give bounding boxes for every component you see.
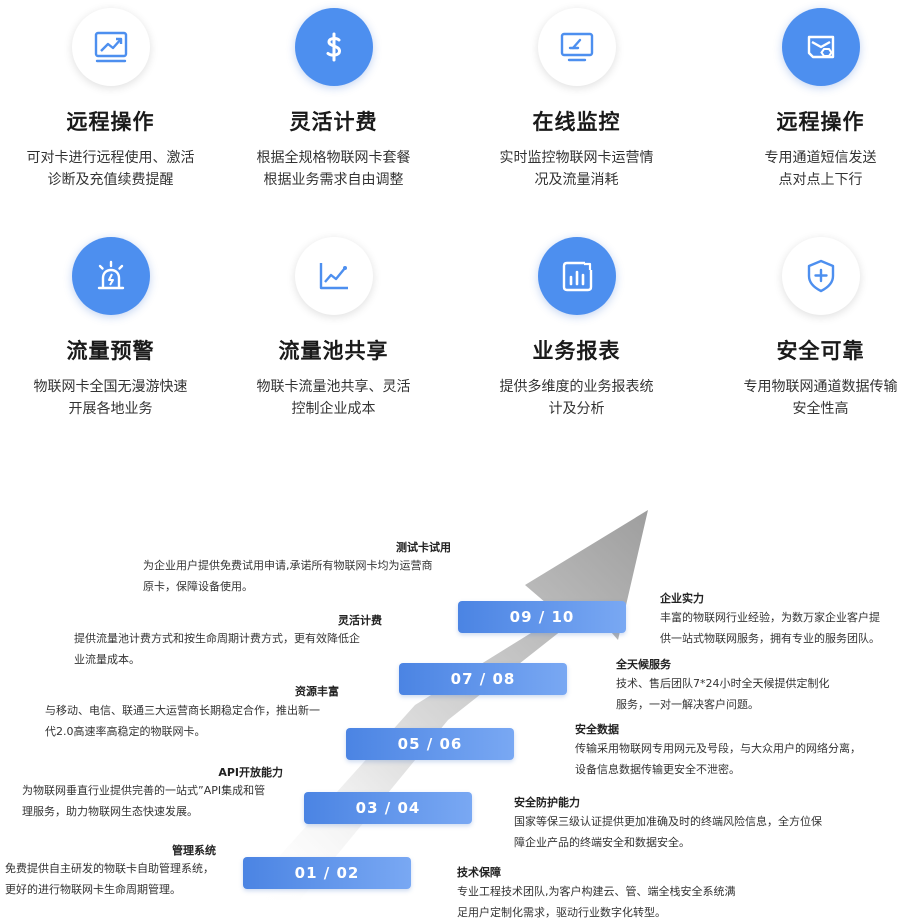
timeline-left-desc: 为企业用户提供免费试用申请,承诺所有物联网卡均为运营商 原卡，保障设备使用。 bbox=[143, 555, 463, 597]
timeline-left-title: 灵活计费 bbox=[338, 614, 382, 627]
feature-desc: 可对卡进行远程使用、激活 诊断及充值续费提醒 bbox=[0, 147, 223, 191]
feature-icon-circle bbox=[782, 237, 860, 315]
timeline-right-desc: 技术、售后团队7*24小时全天候提供定制化 服务，一对一解决客户问题。 bbox=[616, 673, 856, 715]
feature-desc-line: 根据全规格物联网卡套餐 bbox=[256, 150, 411, 166]
feature-icon-circle bbox=[72, 8, 150, 86]
timeline-desc-line: 提供流量池计费方式和按生命周期计费方式，更有效降低企 bbox=[74, 632, 360, 645]
shield-plus-icon bbox=[807, 259, 835, 293]
feature-desc-line: 专用物联网通道数据传输 bbox=[743, 379, 898, 395]
line-chart-icon bbox=[319, 263, 348, 290]
feature-title: 在线监控 bbox=[532, 110, 621, 134]
feature-title: 流量池共享 bbox=[278, 339, 389, 363]
timeline-desc-line: 国家等保三级认证提供更加准确及时的终端风险信息，全方位保 bbox=[514, 815, 822, 828]
timeline-right-title: 企业实力 bbox=[660, 592, 704, 605]
feature-icon-circle bbox=[295, 8, 373, 86]
dollar-icon bbox=[326, 32, 342, 62]
feature-title: 业务报表 bbox=[532, 339, 621, 363]
feature-desc-line: 控制企业成本 bbox=[291, 401, 376, 417]
timeline-left-desc: 提供流量池计费方式和按生命周期计费方式，更有效降低企 业流量成本。 bbox=[74, 628, 394, 670]
feature-desc-line: 诊断及充值续费提醒 bbox=[47, 172, 174, 188]
feature-desc-line: 物联网卡全国无漫游快速 bbox=[33, 379, 188, 395]
alarm-light-icon bbox=[97, 260, 125, 290]
timeline-left-desc: 免费提供自主研发的物联卡自助管理系统， 更好的进行物联网卡生命周期管理。 bbox=[5, 858, 245, 900]
feature-desc: 物联卡流量池共享、灵活 控制企业成本 bbox=[221, 376, 446, 420]
timeline-right-title: 安全数据 bbox=[575, 723, 619, 736]
timeline-desc-line: 为物联网垂直行业提供完善的一站式”API集成和管 bbox=[22, 784, 266, 797]
feature-desc: 物联网卡全国无漫游快速 开展各地业务 bbox=[0, 376, 223, 420]
timeline-left-desc: 为物联网垂直行业提供完善的一站式”API集成和管 理服务，助力物联网生态快速发展… bbox=[22, 780, 322, 822]
timeline-desc-line: 原卡，保障设备使用。 bbox=[143, 580, 253, 593]
feature-icon-circle bbox=[538, 8, 616, 86]
timeline-desc-line: 设备信息数据传输更安全不泄密。 bbox=[575, 763, 740, 776]
timeline-left-title: 测试卡试用 bbox=[396, 541, 451, 554]
timeline-desc-line: 业流量成本。 bbox=[74, 653, 140, 666]
timeline-desc-line: 技术、售后团队7*24小时全天候提供定制化 bbox=[616, 677, 830, 690]
feature-title: 灵活计费 bbox=[289, 110, 378, 134]
feature-desc-line: 根据业务需求自由调整 bbox=[263, 172, 404, 188]
timeline-right-desc: 国家等保三级认证提供更加准确及时的终端风险信息，全方位保 障企业产品的终端安全和… bbox=[514, 811, 854, 853]
report-chart-icon bbox=[562, 261, 593, 292]
feature-desc-line: 实时监控物联网卡运营情 bbox=[499, 150, 654, 166]
timeline-right-title: 技术保障 bbox=[457, 866, 501, 879]
feature-desc-line: 计及分析 bbox=[548, 401, 605, 417]
timeline-desc-line: 理服务，助力物联网生态快速发展。 bbox=[22, 805, 198, 818]
timeline-step-pill-2: 03 / 04 bbox=[304, 792, 472, 824]
timeline-desc-line: 与移动、电信、联通三大运营商长期稳定合作，推出新一 bbox=[45, 704, 320, 717]
timeline-desc-line: 更好的进行物联网卡生命周期管理。 bbox=[5, 883, 181, 896]
feature-desc-line: 况及流量消耗 bbox=[534, 172, 619, 188]
feature-desc-line: 开展各地业务 bbox=[68, 401, 153, 417]
timeline-desc-line: 代2.0高速率高稳定的物联网卡。 bbox=[45, 725, 206, 738]
timeline-desc-line: 专业工程技术团队,为客户构建云、管、端全栈安全系统满 bbox=[457, 885, 736, 898]
feature-desc-line: 提供多维度的业务报表统 bbox=[499, 379, 654, 395]
timeline-desc-line: 服务，一对一解决客户问题。 bbox=[616, 698, 759, 711]
timeline-step-pill-3: 05 / 06 bbox=[346, 728, 514, 760]
timeline-desc-line: 供一站式物联网服务，拥有专业的服务团队。 bbox=[660, 632, 880, 645]
timeline-desc-line: 为企业用户提供免费试用申请,承诺所有物联网卡均为运营商 bbox=[143, 559, 433, 572]
feature-icon-circle bbox=[782, 8, 860, 86]
timeline-right-desc: 传输采用物联网专用网元及号段，与大众用户的网络分离， 设备信息数据传输更安全不泄… bbox=[575, 738, 885, 780]
timeline-desc-line: 障企业产品的终端安全和数据安全。 bbox=[514, 836, 690, 849]
feature-title: 远程操作 bbox=[66, 110, 155, 134]
feature-title: 流量预警 bbox=[66, 339, 155, 363]
feature-title: 远程操作 bbox=[776, 110, 865, 134]
timeline-step-pill-4: 07 / 08 bbox=[399, 663, 567, 695]
trend-chart-icon bbox=[94, 31, 128, 63]
timeline-desc-line: 免费提供自主研发的物联卡自助管理系统， bbox=[5, 862, 214, 875]
timeline-left-title: 管理系统 bbox=[172, 844, 216, 857]
feature-desc: 根据全规格物联网卡套餐 根据业务需求自由调整 bbox=[221, 147, 446, 191]
timeline-right-title: 安全防护能力 bbox=[514, 796, 580, 809]
timeline-right-desc: 丰富的物联网行业经验，为数万家企业客户提 供一站式物联网服务，拥有专业的服务团队… bbox=[660, 607, 898, 649]
timeline-left-title: 资源丰富 bbox=[295, 685, 339, 698]
timeline-step-pill-5: 09 / 10 bbox=[458, 601, 626, 633]
feature-desc-line: 物联卡流量池共享、灵活 bbox=[256, 379, 411, 395]
feature-icon-circle bbox=[72, 237, 150, 315]
timeline-desc-line: 丰富的物联网行业经验，为数万家企业客户提 bbox=[660, 611, 880, 624]
timeline-left-title: API开放能力 bbox=[218, 766, 283, 779]
feature-desc-line: 专用通道短信发送 bbox=[764, 150, 877, 166]
feature-desc: 专用通道短信发送 点对点上下行 bbox=[708, 147, 900, 191]
sms-card-icon bbox=[807, 35, 835, 59]
feature-desc: 专用物联网通道数据传输 安全性高 bbox=[708, 376, 900, 420]
timeline-desc-line: 传输采用物联网专用网元及号段，与大众用户的网络分离， bbox=[575, 742, 861, 755]
feature-desc-line: 安全性高 bbox=[792, 401, 849, 417]
timeline-desc-line: 足用户定制化需求，驱动行业数字化转型。 bbox=[457, 906, 666, 919]
timeline-step-pill-1: 01 / 02 bbox=[243, 857, 411, 889]
monitor-icon bbox=[560, 32, 594, 62]
feature-desc: 提供多维度的业务报表统 计及分析 bbox=[464, 376, 689, 420]
timeline-right-desc: 专业工程技术团队,为客户构建云、管、端全栈安全系统满 足用户定制化需求，驱动行业… bbox=[457, 881, 767, 923]
feature-icon-circle bbox=[295, 237, 373, 315]
feature-desc-line: 点对点上下行 bbox=[778, 172, 863, 188]
feature-desc: 实时监控物联网卡运营情 况及流量消耗 bbox=[464, 147, 689, 191]
timeline-right-title: 全天候服务 bbox=[616, 658, 671, 671]
feature-title: 安全可靠 bbox=[776, 339, 865, 363]
feature-desc-line: 可对卡进行远程使用、激活 bbox=[26, 150, 195, 166]
feature-icon-circle bbox=[538, 237, 616, 315]
timeline-left-desc: 与移动、电信、联通三大运营商长期稳定合作，推出新一 代2.0高速率高稳定的物联网… bbox=[45, 700, 355, 742]
